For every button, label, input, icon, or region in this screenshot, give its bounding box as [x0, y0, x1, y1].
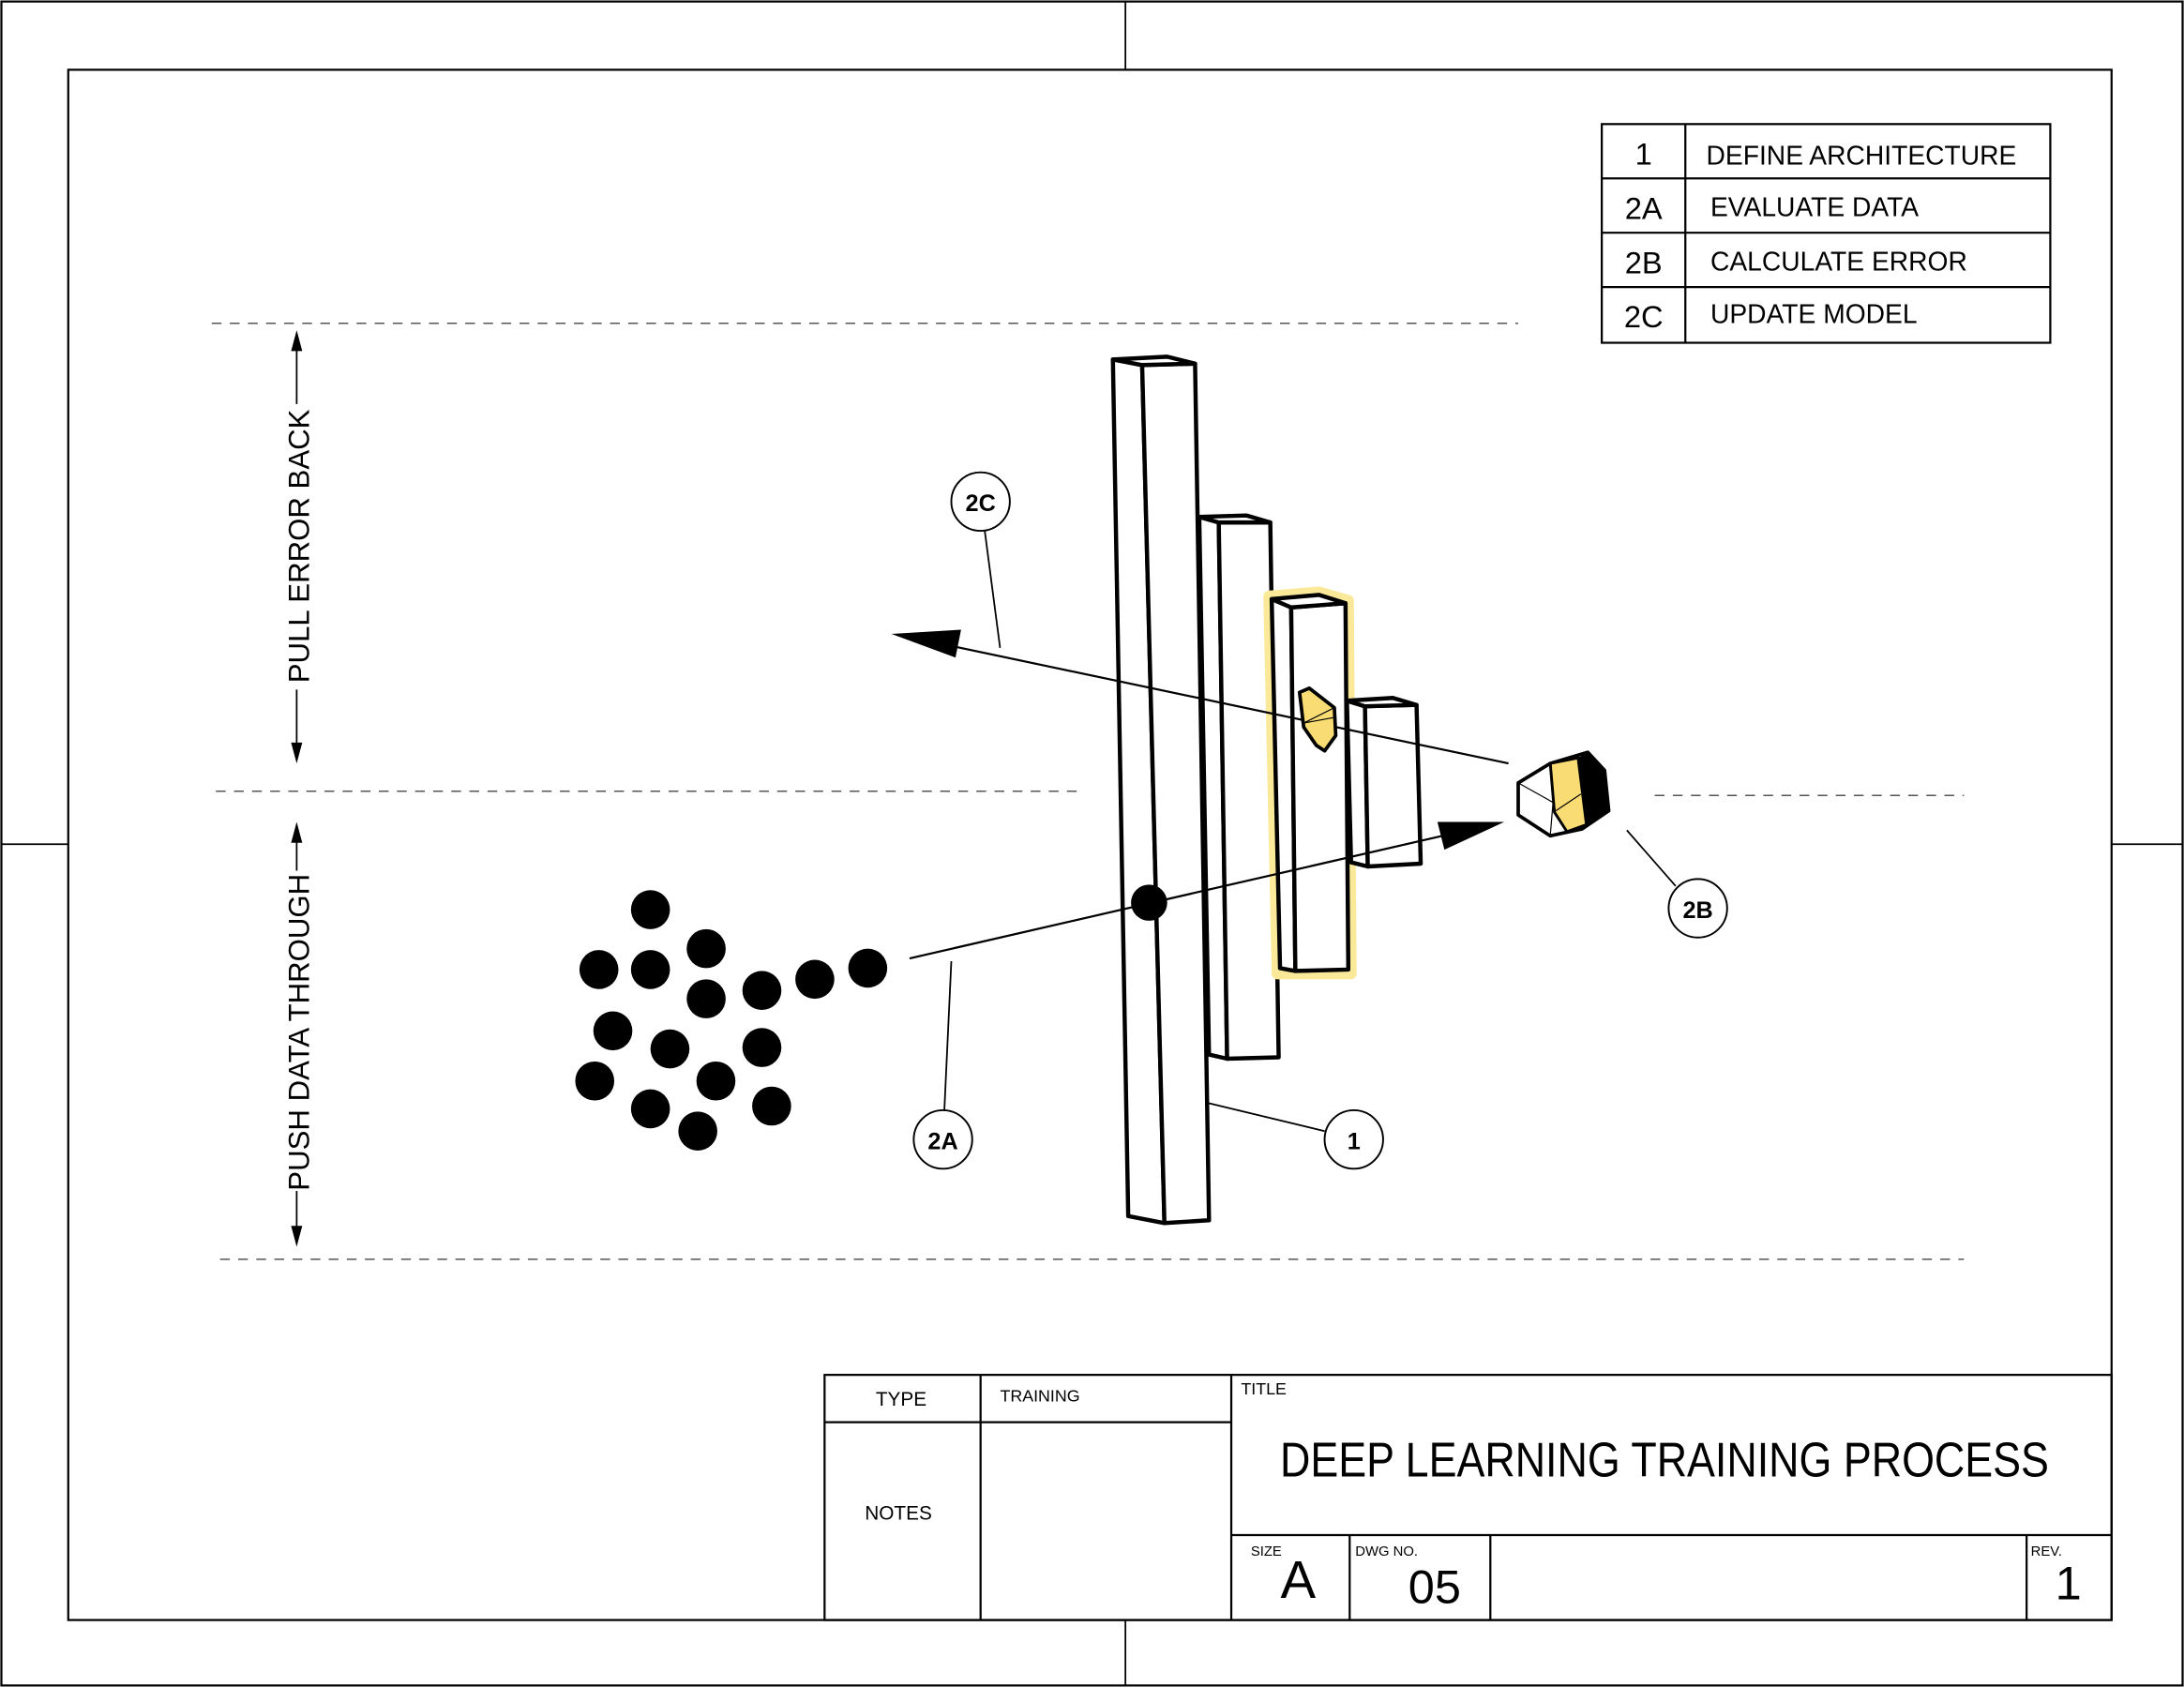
legend-label: EVALUATE DATA	[1710, 191, 1919, 221]
notes-label: NOTES	[865, 1503, 932, 1525]
legend-id: 2B	[1625, 245, 1663, 279]
callout-1: 1	[1209, 1102, 1384, 1170]
svg-text:1: 1	[1348, 1129, 1361, 1155]
gem-icon	[1297, 686, 1338, 753]
legend-label: UPDATE MODEL	[1710, 299, 1918, 329]
rev-label: REV.	[2031, 1544, 2062, 1559]
rev-value: 1	[2056, 1556, 2082, 1609]
layer-4	[1345, 696, 1423, 869]
legend-id: 2C	[1624, 299, 1664, 334]
arrow-right-icon	[1437, 821, 1505, 851]
dimension-pull: PULL ERROR BACK	[283, 330, 316, 764]
arrow-up-icon	[291, 821, 303, 843]
output-cube-icon	[1516, 750, 1611, 838]
dimension-label-push: PUSH DATA THROUGH	[283, 874, 316, 1191]
svg-text:2B: 2B	[1682, 897, 1712, 924]
arrow-down-icon	[291, 1226, 303, 1247]
forward-line	[909, 833, 1449, 960]
callout-2a: 2A	[912, 960, 973, 1170]
callout-2b: 2B	[1626, 829, 1728, 939]
dimension-label-pull: PULL ERROR BACK	[283, 409, 316, 683]
backprop-line	[946, 643, 1509, 765]
data-points	[575, 890, 888, 1152]
legend-label: CALCULATE ERROR	[1710, 246, 1967, 276]
dimension-push: PUSH DATA THROUGH	[283, 821, 316, 1247]
legend-id: 1	[1635, 136, 1652, 171]
title-block: TYPE TRAINING NOTES TITLE DEEP LEARNING …	[823, 1374, 2113, 1621]
layer-1	[1110, 354, 1212, 1226]
drawing-title: DEEP LEARNING TRAINING PROCESS	[1280, 1434, 2049, 1488]
dwg-label: DWG NO.	[1355, 1544, 1418, 1559]
size-label: SIZE	[1251, 1544, 1282, 1559]
arrow-left-icon	[891, 629, 961, 658]
svg-text:2C: 2C	[966, 490, 996, 517]
data-point-in-layer	[1131, 884, 1167, 921]
layer-2	[1197, 513, 1281, 1062]
layer-3-highlighted	[1263, 586, 1357, 980]
dwg-value: 05	[1408, 1560, 1461, 1614]
size-value: A	[1281, 1550, 1317, 1609]
arrow-down-icon	[291, 742, 303, 764]
svg-text:2A: 2A	[927, 1129, 957, 1155]
legend-id: 2A	[1625, 190, 1663, 225]
type-label: TYPE	[876, 1389, 926, 1410]
title-label: TITLE	[1241, 1379, 1287, 1398]
callout-2c: 2C	[950, 471, 1011, 648]
legend-table: 1 DEFINE ARCHITECTURE 2A EVALUATE DATA 2…	[1601, 123, 2052, 344]
legend-label: DEFINE ARCHITECTURE	[1707, 140, 2017, 170]
type-value: TRAINING	[1000, 1386, 1079, 1405]
arrow-up-icon	[291, 330, 303, 352]
guide-lines	[211, 322, 1965, 1260]
